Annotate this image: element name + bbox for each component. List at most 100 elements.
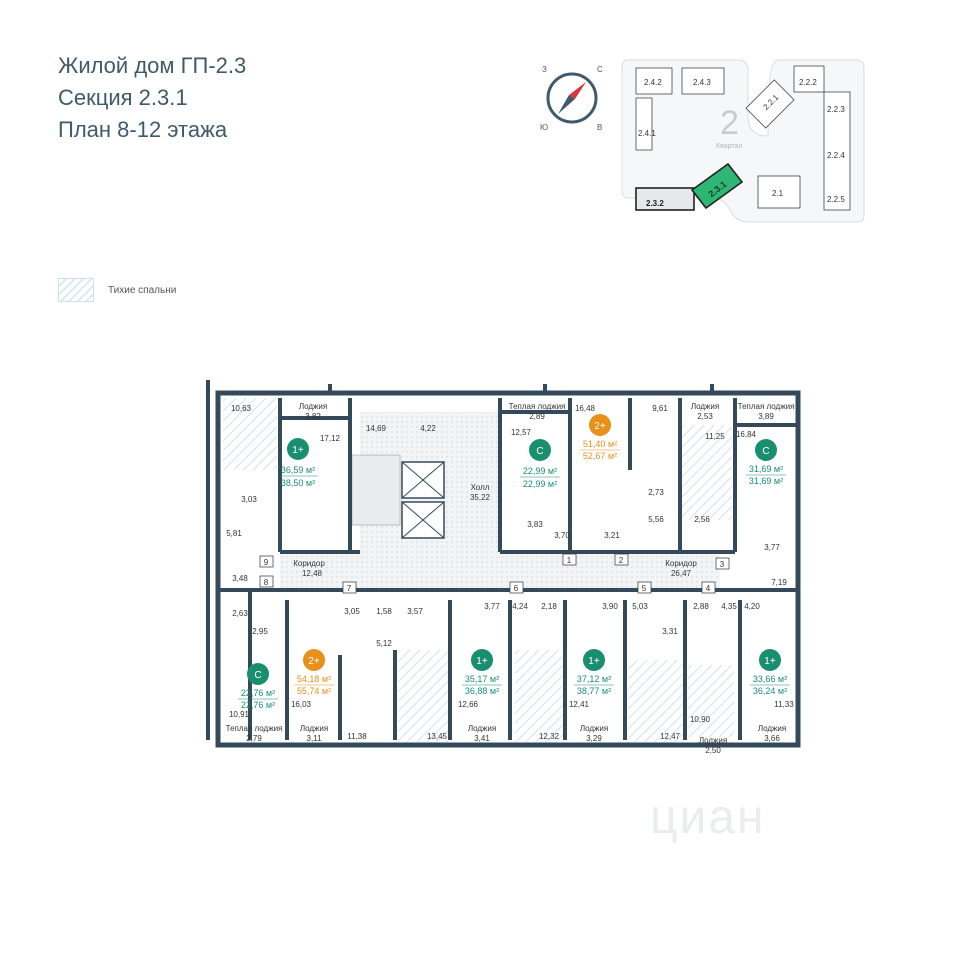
apartment-area-living: 35,17 м²: [465, 674, 499, 684]
legend-label: Тихие спальни: [108, 284, 177, 296]
room-area: 26,47: [671, 569, 692, 578]
room-area: 12,66: [458, 700, 479, 709]
room-area: 4,35: [721, 602, 737, 611]
quarter-minimap: 2.4.2 2.4.3 2.4.1 2.2.1 2.2.2 2.2.3 2.2.…: [621, 59, 865, 223]
room-area: 12,48: [302, 569, 323, 578]
room-label: Лоджия: [699, 736, 727, 745]
quiet-bedroom: [515, 650, 565, 742]
apartment-type: С: [762, 446, 769, 457]
room-label: Теплая лоджия: [738, 402, 795, 411]
apartment-area-total: 31,69 м²: [749, 476, 783, 486]
section-title: Секция 2.3.1: [58, 85, 188, 110]
minimap-label: 2.2.4: [827, 151, 845, 160]
floor-title: План 8-12 этажа: [58, 117, 228, 142]
minimap-building-2-1: [757, 175, 801, 209]
compass-n: С: [597, 65, 603, 74]
room-area: 35,22: [470, 493, 491, 502]
room-area: 16,03: [291, 700, 312, 709]
room-area: 11,25: [705, 432, 725, 441]
apartment-badge: С 22,76 м² 22,76 м²: [238, 663, 278, 710]
apartment-area-total: 36,24 м²: [753, 686, 787, 696]
room-area: 2,63: [232, 609, 248, 618]
room-area: 2,56: [694, 515, 710, 524]
compass-needle-south: [558, 95, 575, 114]
door-number: 6: [514, 584, 519, 593]
room-area: 3,77: [764, 543, 780, 552]
room-area: 3,90: [602, 602, 618, 611]
room-area: 4,24: [512, 602, 528, 611]
apartment-area-living: 37,12 м²: [577, 674, 611, 684]
minimap-label: 2.1: [772, 189, 784, 198]
apartment-type: 2+: [594, 421, 606, 432]
room-area: 1,58: [376, 607, 392, 616]
apartment-badge: 2+ 51,40 м² 52,67 м²: [580, 414, 620, 461]
minimap-label: 2.2.5: [827, 195, 845, 204]
room-area: 12,41: [569, 700, 590, 709]
room-area: 2,88: [693, 602, 709, 611]
room-label: Коридор: [665, 559, 697, 568]
room-area: 5,12: [376, 639, 392, 648]
apartment-area-living: 36,59 м²: [281, 465, 315, 475]
minimap-building-2-2-1: [745, 79, 795, 129]
apartment-type-circle: [287, 438, 309, 460]
apartment-area-living: 22,99 м²: [523, 466, 557, 476]
minimap-building-2-2-3-4-5: [823, 91, 851, 211]
room-area: 4,20: [744, 602, 760, 611]
elevator-cross: [401, 461, 445, 499]
minimap-quarter-number: 2: [720, 104, 739, 142]
room-area: 2,89: [529, 412, 545, 421]
apartment-type: 1+: [292, 445, 304, 456]
apartment-type: 1+: [476, 656, 488, 667]
door-numbers: 9 8 7 6 1 2 5 4 3: [259, 553, 730, 594]
room-area: 11,33: [774, 700, 794, 709]
room-label: Лоджия: [691, 402, 719, 411]
apartment-badge: 2+ 54,18 м² 55,74 м²: [294, 649, 334, 696]
room-area: 3,48: [232, 574, 248, 583]
room-area: 4,22: [420, 424, 436, 433]
room-label: Лоджия: [300, 724, 328, 733]
room-area: 2,73: [648, 488, 664, 497]
apartment-area-total: 22,76 м²: [241, 700, 275, 710]
quiet-bedroom: [678, 425, 732, 520]
apartment-type: С: [254, 670, 261, 681]
apartment-badge: 1+ 37,12 м² 38,77 м²: [574, 649, 614, 696]
staircase: [351, 454, 401, 526]
floor-plan: 1+ 36,59 м² 38,50 м² С 22,99 м² 22,99 м²…: [206, 380, 801, 755]
room-label: Лоджия: [758, 724, 786, 733]
room-area: 16,84: [736, 430, 757, 439]
apartment-area-living: 31,69 м²: [749, 464, 783, 474]
minimap-building-2-3-2: [635, 187, 695, 211]
room-area: 3,89: [758, 412, 774, 421]
outer-notches: [206, 380, 714, 740]
quiet-bedroom: [223, 398, 277, 470]
watermark: циан: [650, 791, 766, 844]
room-area: 3,05: [344, 607, 360, 616]
compass-e: В: [597, 123, 602, 132]
room-area: 2,53: [697, 412, 713, 421]
room-area: 3,41: [474, 734, 490, 743]
room-area: 5,03: [632, 602, 648, 611]
hatched-bedrooms: [223, 398, 734, 742]
room-area: 5,81: [226, 529, 242, 538]
room-area: 11,38: [347, 732, 367, 741]
room-label: Лоджия: [468, 724, 496, 733]
compass: З С Ю В: [540, 65, 603, 132]
apartment-area-total: 52,67 м²: [583, 451, 617, 461]
minimap-label: 2.3.2: [646, 199, 664, 208]
apartment-area-living: 33,66 м²: [753, 674, 787, 684]
door-number: 2: [619, 556, 624, 565]
room-area: 12,57: [511, 428, 532, 437]
minimap-outline: [621, 59, 865, 223]
apartment-badge: 1+ 35,17 м² 36,88 м²: [462, 649, 502, 696]
minimap-building-2-2-2: [793, 65, 825, 93]
room-area: 16,48: [575, 404, 596, 413]
room-area: 3,31: [662, 627, 678, 636]
apartment-type: 1+: [764, 656, 776, 667]
apartment-type: 1+: [588, 656, 600, 667]
room-area: 14,69: [366, 424, 387, 433]
room-area: 3,83: [527, 520, 543, 529]
room-area: 10,63: [231, 404, 252, 413]
minimap-building-2-4-1: [635, 97, 653, 151]
room-area: 3,66: [764, 734, 780, 743]
room-labels: 10,63 Лоджия 3,82 17,12 14,69 4,22 Холл …: [226, 402, 795, 755]
